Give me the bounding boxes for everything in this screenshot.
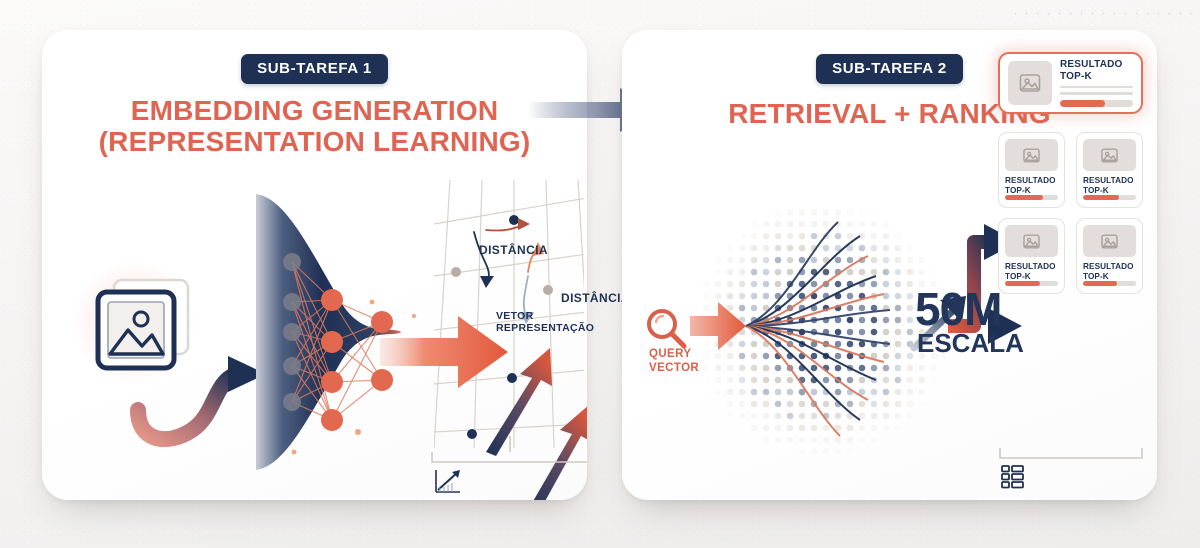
result-score-fill (1005, 281, 1040, 286)
result-title-line2: TOP-K (1083, 186, 1136, 195)
right-bracket (1000, 448, 1142, 458)
result-card-3-title: RESULTADO TOP-K (1083, 176, 1136, 195)
image-icon (1022, 232, 1041, 251)
panel-left-title-line1: EMBEDDING GENERATION (42, 95, 587, 126)
magnifier-icon (649, 311, 684, 346)
grid-icon (1002, 466, 1023, 488)
result-score-fill (1083, 195, 1119, 200)
result-score-bar (1083, 195, 1136, 200)
query-vector-label: QUERY VECTOR (649, 348, 699, 376)
panel-sub-tarefa-2: SUB-TAREFA 2 RETRIEVAL + RANKING (622, 30, 1157, 500)
result-score-fill (1083, 281, 1117, 286)
result-title-line2: TOP-K (1005, 272, 1058, 281)
thumb-image-icon (1083, 139, 1136, 171)
placeholder-line (1060, 86, 1133, 89)
image-icon (1022, 146, 1041, 165)
left-panel-artwork (42, 180, 587, 500)
result-title-line1: RESULTADO (1005, 262, 1058, 271)
image-icon (1018, 71, 1042, 95)
legend-left-line2: REPRESENTAÇÃO (496, 322, 594, 334)
thumb-image-icon (1083, 225, 1136, 257)
panel-left-title: EMBEDDING GENERATION (REPRESENTATION LEA… (42, 95, 587, 158)
result-card-3[interactable]: RESULTADO TOP-K (1076, 132, 1143, 208)
query-arrow-right-icon (690, 302, 746, 350)
neural-network-funnel (256, 194, 427, 470)
result-card-hero-body: RESULTADO TOP-K (1060, 59, 1133, 106)
panel-left-header: SUB-TAREFA 1 EMBEDDING GENERATION (REPRE… (42, 54, 587, 158)
legend-vetor-representacao: VETOR REPRESENTAÇÃO (462, 310, 594, 335)
image-icon (98, 292, 174, 368)
thumb-image-icon (1008, 61, 1052, 105)
legend-left-line1: VETOR (496, 310, 594, 322)
image-icon (1100, 146, 1119, 165)
vector-chart-icon (436, 470, 460, 492)
scale-label: ESCALA (917, 328, 1024, 359)
image-icon (1100, 232, 1119, 251)
result-card-hero[interactable]: RESULTADO TOP-K (998, 52, 1143, 114)
result-card-5-title: RESULTADO TOP-K (1083, 262, 1136, 281)
thumb-image-icon (1005, 225, 1058, 257)
result-title-line2: TOP-K (1005, 186, 1058, 195)
result-card-hero-title: RESULTADO TOP-K (1060, 59, 1133, 81)
panel-left-title-line2: (REPRESENTATION LEARNING) (42, 126, 587, 157)
result-title-line1: RESULTADO (1060, 59, 1133, 70)
result-card-2-title: RESULTADO TOP-K (1005, 176, 1058, 195)
result-score-bar (1060, 100, 1133, 107)
result-card-4[interactable]: RESULTADO TOP-K (998, 218, 1065, 294)
query-vector-line1: QUERY (649, 348, 699, 362)
result-title-line2: TOP-K (1083, 272, 1136, 281)
thumb-image-icon (1005, 139, 1058, 171)
result-score-bar (1005, 281, 1058, 286)
result-card-2[interactable]: RESULTADO TOP-K (998, 132, 1065, 208)
result-card-4-title: RESULTADO TOP-K (1005, 262, 1058, 281)
result-title-line1: RESULTADO (1083, 176, 1136, 185)
result-score-bar (1083, 281, 1136, 286)
legend-left-text: VETOR REPRESENTAÇÃO (462, 310, 594, 335)
distance-connectors (474, 218, 544, 324)
distance-label-2: DISTÂNCIA (561, 291, 630, 305)
vector-arrow-2 (528, 404, 587, 500)
vector-arrow-1 (486, 348, 552, 456)
result-title-line1: RESULTADO (1005, 176, 1058, 185)
distance-label-1: DISTÂNCIA (479, 243, 548, 257)
panel-sub-tarefa-1: SUB-TAREFA 1 EMBEDDING GENERATION (REPRE… (42, 30, 587, 500)
result-score-fill (1060, 100, 1105, 107)
result-score-bar (1005, 195, 1058, 200)
query-vector-line2: VECTOR (649, 362, 699, 376)
result-title-line1: RESULTADO (1083, 262, 1136, 271)
badge-sub-tarefa-2: SUB-TAREFA 2 (816, 54, 963, 84)
result-card-5[interactable]: RESULTADO TOP-K (1076, 218, 1143, 294)
result-score-fill (1005, 195, 1043, 200)
result-title-line2: TOP-K (1060, 71, 1133, 82)
badge-sub-tarefa-1: SUB-TAREFA 1 (241, 54, 388, 84)
placeholder-line (1060, 92, 1133, 95)
